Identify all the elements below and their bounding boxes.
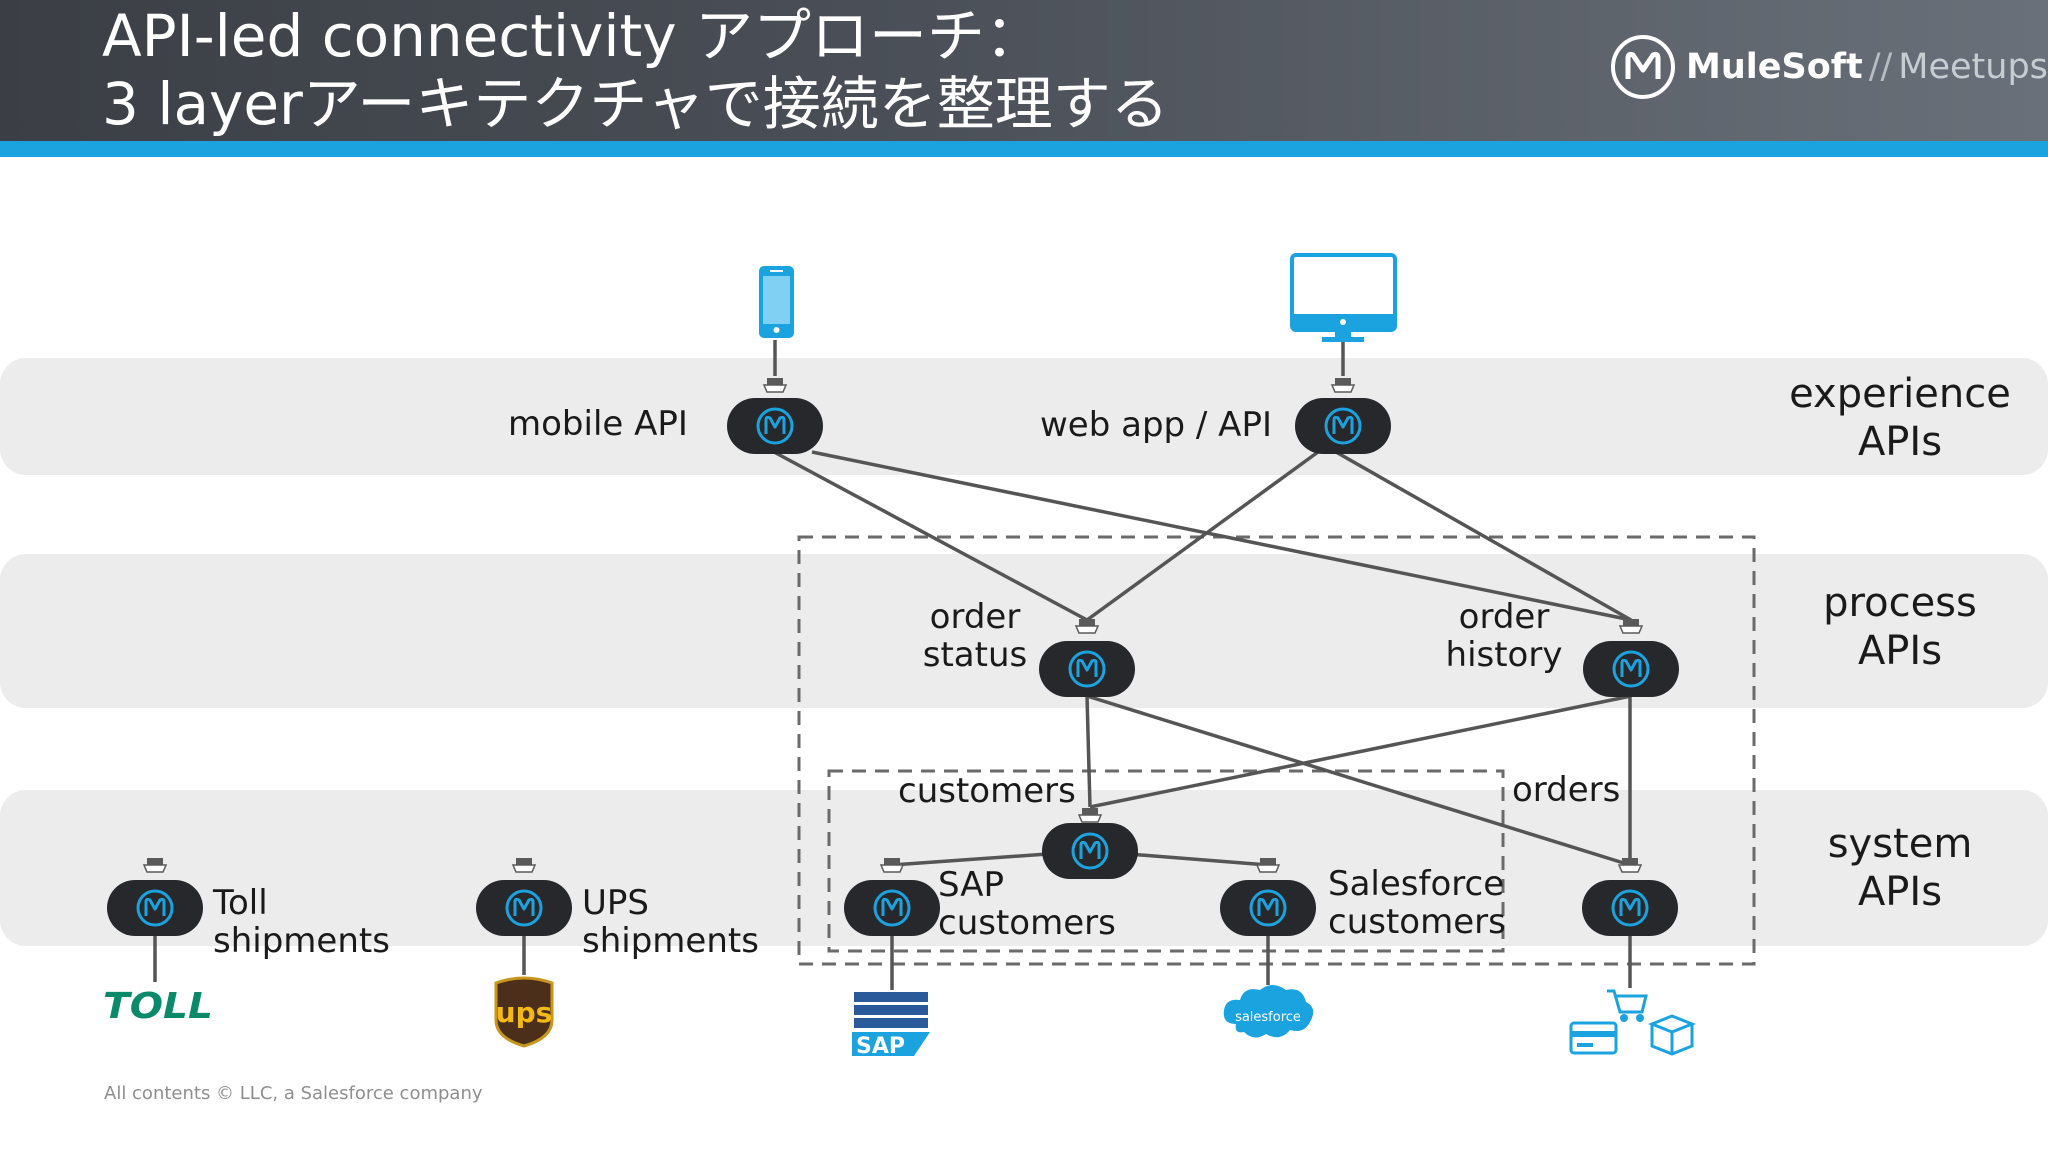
mulesoft-meetups-logo: MuleSoft // Meetups [1610, 32, 2048, 102]
sap-customers-node [842, 878, 942, 938]
mobile-api-node [725, 396, 825, 456]
salesforce-logo-text: salesforce [1235, 1010, 1301, 1025]
salesforce-customers-label: Salesforce customers [1328, 864, 1506, 942]
system-apis-label: system APIs [1827, 821, 1973, 915]
package-box-icon [1647, 1014, 1697, 1056]
ups-shipments-label: UPS shipments [582, 883, 759, 961]
slide-title: API-led connectivity アプローチ： 3 layerアーキテク… [102, 2, 1169, 138]
sap-logo: SAP [852, 992, 930, 1059]
title-line-2: 3 layerアーキテクチャで接続を整理する [102, 70, 1169, 138]
orders-label: orders [1512, 770, 1621, 810]
logo-meetups-text: Meetups [1898, 47, 2048, 87]
experience-apis-label: experience APIs [1789, 371, 2011, 465]
customers-group-box [827, 769, 1505, 953]
process-layer-band [0, 554, 2048, 708]
toll-shipments-label: Toll shipments [213, 883, 390, 961]
copyright-footer: All contents © LLC, a Salesforce company [104, 1083, 483, 1104]
connection-lines [153, 340, 1632, 990]
toll-logo-text: TOLL [103, 986, 213, 1027]
system-layer-band [0, 790, 2048, 946]
mulesoft-logo-icon [1611, 35, 1675, 99]
shopping-cart-icon [1607, 989, 1648, 1022]
ups-shipments-node [474, 878, 574, 938]
order-history-label: order history [1445, 597, 1563, 675]
logo-brand-text: MuleSoft [1686, 47, 1863, 87]
experience-layer-band [0, 358, 2048, 475]
web-app-api-node [1293, 396, 1393, 456]
customers-label: customers [898, 771, 1076, 811]
order-history-node [1581, 639, 1681, 699]
credit-card-icon [1569, 1021, 1618, 1055]
sap-customers-label: SAP customers [938, 865, 1116, 943]
toll-logo: TOLL [103, 986, 213, 1027]
salesforce-customers-node [1218, 878, 1318, 938]
toll-shipments-node [105, 878, 205, 938]
mobile-phone-icon [759, 266, 794, 338]
logo-slash: // [1868, 47, 1893, 87]
header-accent-bar [0, 141, 2048, 157]
order-status-node [1037, 639, 1137, 699]
ups-logo: ups [494, 976, 554, 1048]
order-status-label: order status [922, 597, 1028, 675]
slide-header: API-led connectivity アプローチ： 3 layerアーキテク… [0, 0, 2048, 141]
desktop-monitor-icon [1290, 253, 1397, 342]
sap-logo-text: SAP [856, 1034, 905, 1059]
title-line-1: API-led connectivity アプローチ： [102, 2, 1043, 70]
orders-node [1580, 878, 1680, 938]
salesforce-logo: salesforce [1223, 985, 1314, 1038]
process-apis-label: process APIs [1823, 580, 1977, 674]
ups-logo-text: ups [496, 996, 553, 1029]
mobile-api-label: mobile API [508, 404, 688, 444]
web-app-api-label: web app / API [1040, 405, 1272, 445]
